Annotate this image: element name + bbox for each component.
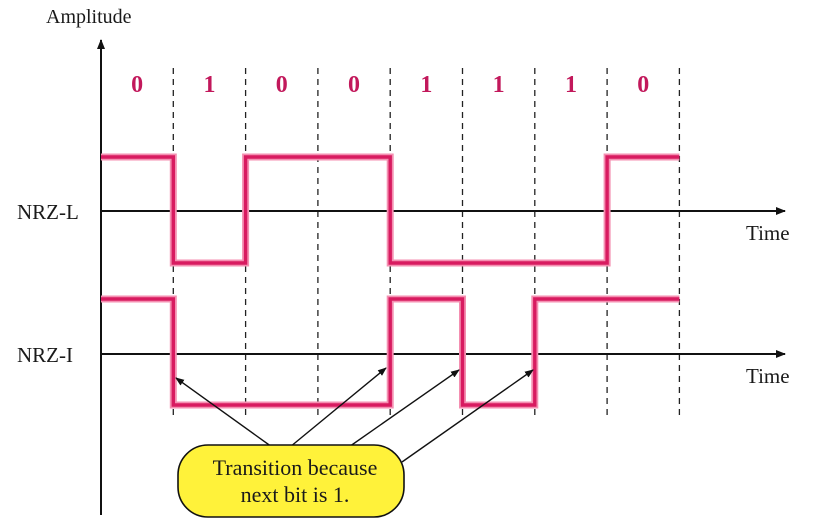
pointer-arrow-2 (289, 367, 387, 448)
bit-label: 0 (276, 72, 288, 98)
pointer-arrow-1 (175, 377, 273, 448)
callout-line-2: next bit is 1. (241, 482, 350, 507)
pointer-arrow-4 (401, 369, 534, 463)
bit-label: 1 (493, 72, 505, 98)
nrz-i-time-label: Time (746, 364, 790, 388)
bit-label: 0 (348, 72, 360, 98)
bit-label: 1 (565, 72, 577, 98)
bit-label: 1 (203, 72, 215, 98)
callout: Transition because next bit is 1. (177, 444, 405, 518)
nrz-l-time-label: Time (746, 221, 790, 245)
callout-line-1: Transition because (213, 455, 378, 480)
nrz-l-label: NRZ-L (17, 200, 79, 224)
nrz-i-waveform (101, 297, 680, 407)
bit-label: 0 (637, 72, 649, 98)
waveforms (101, 153, 680, 409)
bit-labels: 0 1 0 0 1 1 1 0 (131, 72, 649, 98)
bit-label: 1 (420, 72, 432, 98)
callout-pointers (175, 367, 534, 463)
bit-boundary-lines (172, 68, 681, 420)
pointer-arrow-3 (345, 369, 460, 450)
nrz-l-waveform (101, 155, 680, 265)
callout-bubble (177, 444, 405, 518)
amplitude-label: Amplitude (46, 6, 132, 28)
bit-label: 0 (131, 72, 143, 98)
nrz-i-label: NRZ-I (17, 343, 73, 367)
